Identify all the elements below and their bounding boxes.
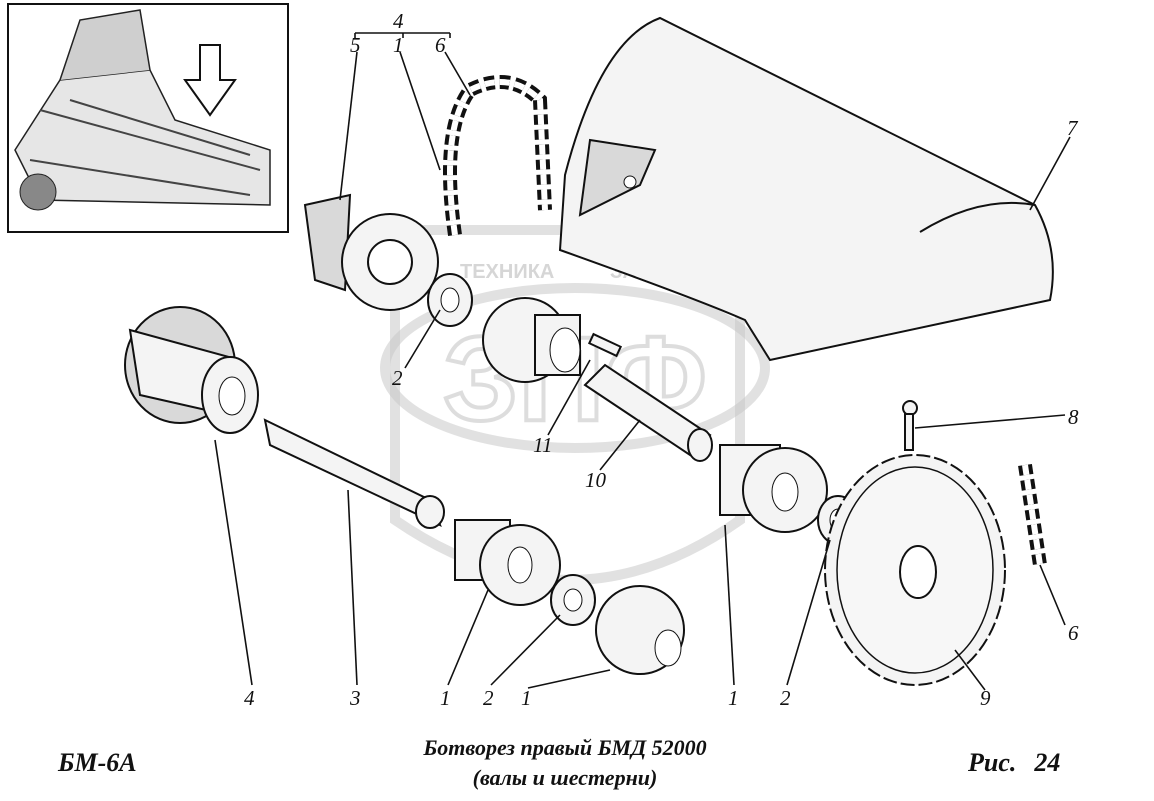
part-shaft-10 [583,363,713,462]
part-sprocket-5 [303,193,439,311]
callout-labels: 4 5 1 6 7 2 11 10 8 6 4 3 1 2 1 1 2 9 [244,9,1079,710]
callout-8: 8 [1068,405,1079,429]
callout-6-right: 6 [1068,621,1079,645]
part-sprocket-1-right [719,444,828,533]
part-chain-link-6 [1018,463,1047,567]
callout-2-left: 2 [392,366,403,390]
part-chain-top [443,75,552,236]
callout-1-bottom-b: 1 [521,686,532,710]
part-key-11 [587,332,623,358]
callout-1-bottom-c: 1 [728,686,739,710]
leader-lines [214,32,1071,691]
part-large-sprocket-9 [824,454,1006,686]
inset-machine-picture [7,3,289,233]
callout-11: 11 [533,433,552,457]
caption-line-2: (валы и шестерни) [472,765,658,790]
caption-line-1: Ботворез правый БМД 52000 [423,735,707,760]
callout-9: 9 [980,686,991,710]
part-washer-2-bottom [550,574,596,626]
callout-1-bottom-a: 1 [440,686,451,710]
callout-1-top: 1 [393,33,404,57]
part-pin-8 [902,400,918,451]
model-label: БМ-6А [58,748,137,777]
part-sprocket-1-middle [482,297,581,383]
callout-2-bottom-a: 2 [483,686,494,710]
part-cover-7 [558,16,1054,362]
watermark-brand-left: ТЕХНИКА [460,261,554,283]
callout-6-top: 6 [435,33,446,57]
part-sprocket-1-bottom [454,519,561,606]
callout-5: 5 [350,33,361,57]
part-shaft-3 [263,418,445,529]
part-hub-coupling-4 [124,306,259,434]
figure-prefix: Рис. [968,748,1017,777]
figure-number-value: 24 [1034,748,1061,777]
figure-number: Рис. 24 [968,748,1060,778]
callout-10: 10 [585,468,607,492]
callout-7: 7 [1067,116,1079,140]
figure-caption: Ботворез правый БМД 52000 (валы и шестер… [300,733,830,793]
part-sprocket-1-lower [595,585,685,675]
arrow-pointer-icon [183,44,237,117]
callout-3: 3 [349,686,361,710]
callout-2-bottom-b: 2 [780,686,791,710]
callout-group-4: 4 [393,9,404,33]
callout-4-bottom: 4 [244,686,255,710]
